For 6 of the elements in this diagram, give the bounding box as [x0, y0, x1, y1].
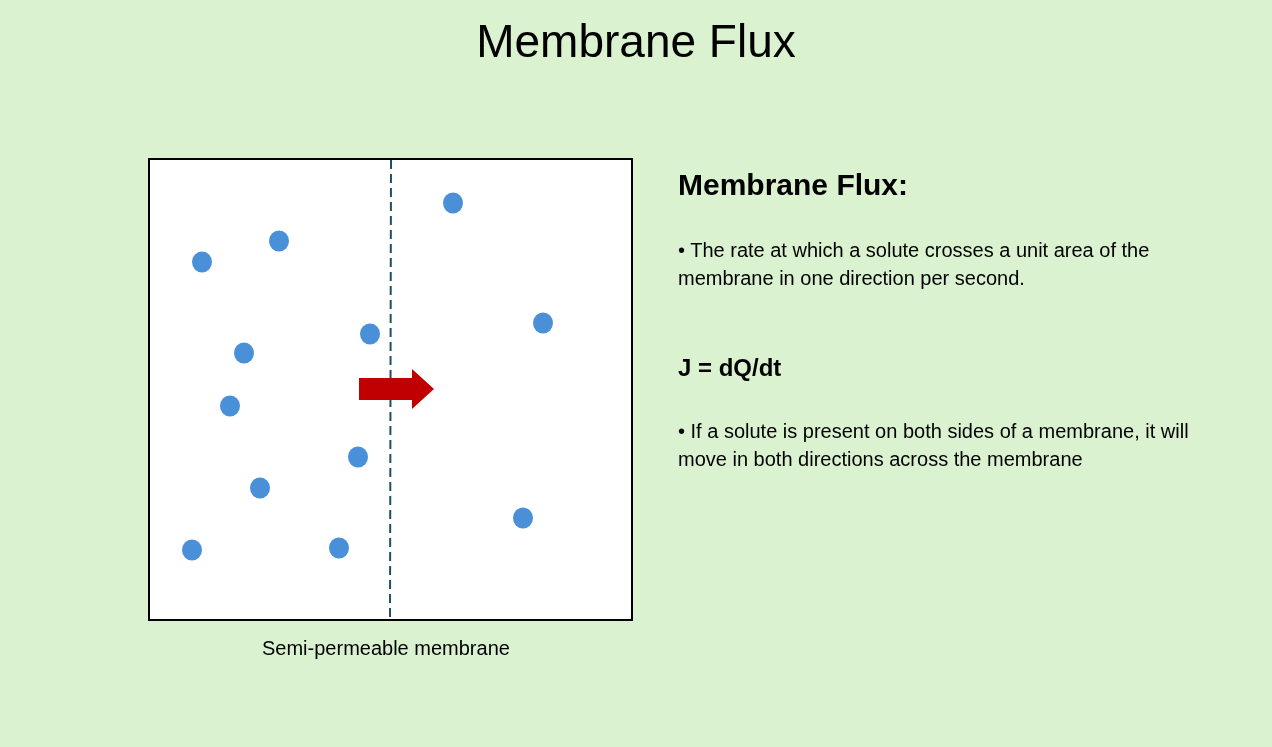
bullet-text: • The rate at which a solute crosses a unit area of the membrane in one direction per second. [678, 238, 1151, 291]
bullet-text: • If a solute is present on both sides of a membrane, it will move in both directions across the membrane [678, 419, 1190, 472]
caption: Semi-permeable membrane [262, 636, 511, 660]
heading: Membrane Flux: [678, 167, 910, 203]
formula: J = dQ/dt [678, 354, 783, 383]
title: Membrane Flux [476, 14, 796, 69]
